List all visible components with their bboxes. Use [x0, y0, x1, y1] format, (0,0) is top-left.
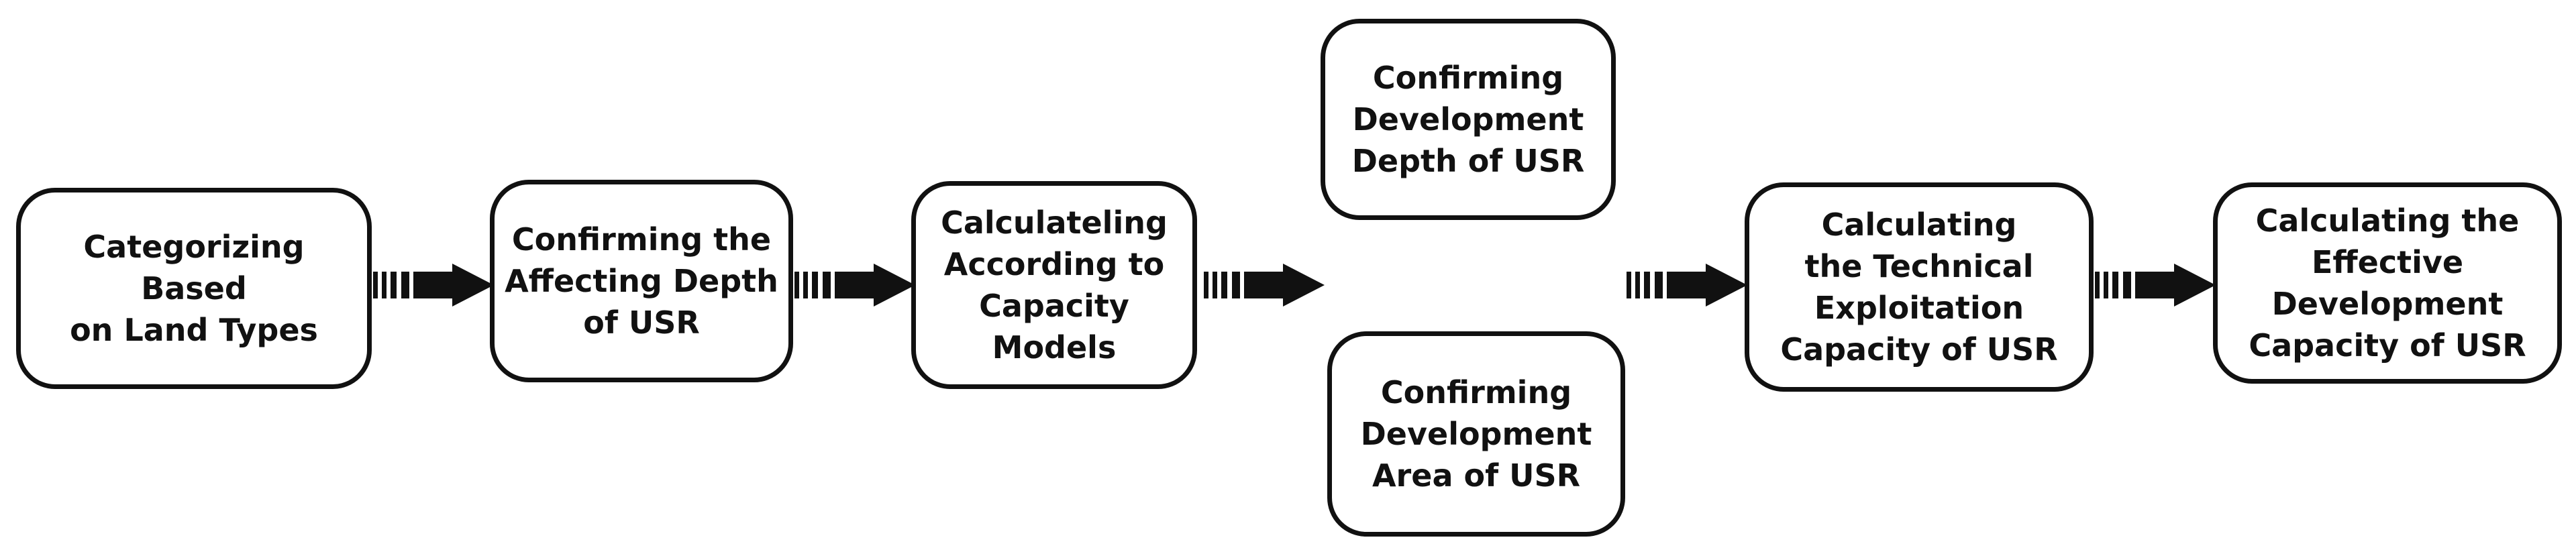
- node-label: Confirming Development Depth of USR: [1351, 60, 1585, 179]
- node-label: Calculating the Technical Exploitation C…: [1780, 207, 2058, 368]
- arrow-icon: [794, 264, 915, 307]
- arrow-icon: [1204, 264, 1325, 307]
- node-label: Calculateling According to Capacity Mode…: [941, 205, 1168, 366]
- node-label: Calculating the Effective Development Ca…: [2249, 203, 2526, 364]
- arrow-capacity-models-to-development: [1204, 264, 1325, 307]
- node-calculating-technical-capacity: Calculating the Technical Exploitation C…: [1745, 182, 2094, 392]
- node-calculating-capacity-models: Calculateling According to Capacity Mode…: [911, 181, 1197, 389]
- arrow-affecting-depth-to-capacity-models: [794, 264, 915, 307]
- node-confirming-affecting-depth: Confirming the Affecting Depth of USR: [490, 180, 793, 382]
- node-label: Confirming the Affecting Depth of USR: [505, 221, 778, 341]
- arrow-development-to-technical-capacity: [1627, 264, 1747, 307]
- node-label: Categorizing Based on Land Types: [70, 229, 318, 348]
- arrow-categorizing-to-affecting-depth: [373, 264, 494, 307]
- node-confirming-development-area: Confirming Development Area of USR: [1327, 331, 1625, 537]
- node-calculating-effective-capacity: Calculating the Effective Development Ca…: [2213, 182, 2562, 384]
- node-categorizing-land-types: Categorizing Based on Land Types: [16, 188, 372, 389]
- arrow-technical-to-effective-capacity: [2095, 264, 2216, 307]
- arrow-icon: [2095, 264, 2216, 307]
- arrow-icon: [1627, 264, 1747, 307]
- arrow-icon: [373, 264, 494, 307]
- node-label: Confirming Development Area of USR: [1360, 374, 1592, 494]
- node-confirming-development-depth: Confirming Development Depth of USR: [1321, 19, 1616, 220]
